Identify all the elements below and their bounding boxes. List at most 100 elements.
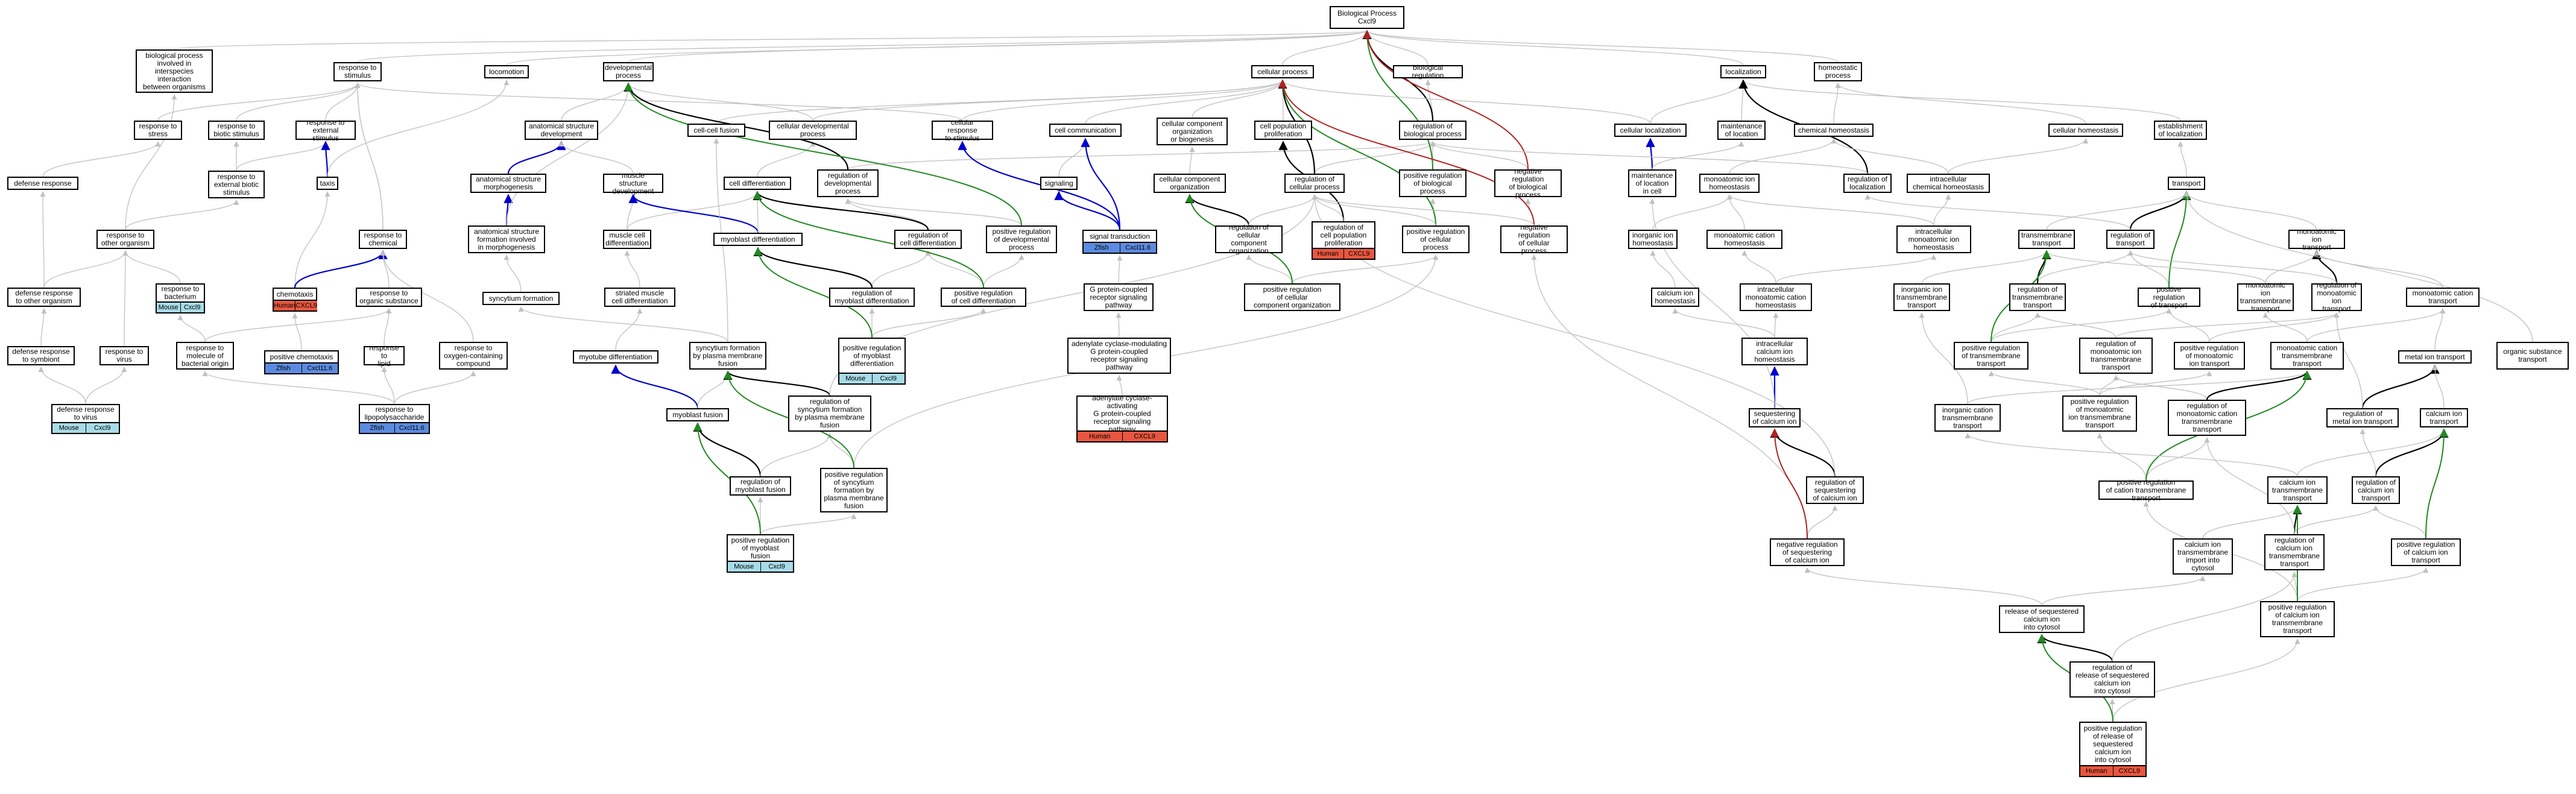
go-term-posregmyofusion[interactable]: positive regulation of myoblast fusion bbox=[727, 534, 794, 562]
go-term-defresptosym[interactable]: defense response to symbiont bbox=[7, 346, 75, 365]
go-term-signaling[interactable]: signaling bbox=[1040, 177, 1078, 190]
go-term-posregmonoiontm[interactable]: positive regulation of monoatomic ion tr… bbox=[2062, 395, 2137, 432]
go-term-metaliontransport[interactable]: metal ion transport bbox=[2398, 350, 2472, 364]
go-term-monoionhomeo[interactable]: monoatomic ion homeostasis bbox=[1699, 174, 1760, 193]
go-term-cellpop[interactable]: cell population proliferation bbox=[1254, 121, 1312, 140]
go-term-transport[interactable]: transport bbox=[2168, 177, 2205, 190]
go-term-bioreg[interactable]: biological regulation bbox=[1393, 64, 1463, 80]
go-term-syncform[interactable]: syncytium formation bbox=[482, 292, 560, 305]
go-term-monoiontransport[interactable]: monoatomic ion transport bbox=[2288, 227, 2345, 251]
go-term-posregccorg[interactable]: positive regulation of cellular componen… bbox=[1244, 283, 1340, 311]
go-term-calimport[interactable]: calcium ion transmembrane import into cy… bbox=[2173, 538, 2233, 575]
go-term-regmetalion[interactable]: regulation of metal ion transport bbox=[2326, 408, 2399, 427]
go-term-releaseseq[interactable]: release of sequestered calcium ion into … bbox=[1999, 605, 2085, 633]
go-term-posregmyodiff[interactable]: positive regulation of myoblast differen… bbox=[838, 338, 906, 374]
go-term-negregcell[interactable]: negative regulation of cellular process bbox=[1500, 224, 1568, 255]
go-term-posregmonoion[interactable]: positive regulation of monoatomic ion tr… bbox=[2174, 342, 2245, 370]
go-term-posregdev[interactable]: positive regulation of developmental pro… bbox=[986, 225, 1057, 253]
go-term-anatform[interactable]: anatomical structure formation involved … bbox=[468, 225, 545, 253]
go-term-regbp[interactable]: regulation of biological process bbox=[1399, 121, 1466, 140]
go-term-anatdev[interactable]: anatomical structure development bbox=[525, 121, 598, 140]
go-term-posregcell[interactable]: positive regulation of cellular process bbox=[1402, 225, 1470, 253]
go-term-cellcomm[interactable]: cell communication bbox=[1049, 124, 1122, 137]
go-term-caliontm[interactable]: calcium ion transmembrane transport bbox=[2267, 476, 2328, 504]
go-term-regdev[interactable]: regulation of developmental process bbox=[817, 169, 879, 197]
go-term-posregsync[interactable]: positive regulation of syncytium formati… bbox=[820, 468, 888, 512]
go-term-estloc[interactable]: establishment of localization bbox=[2154, 121, 2207, 140]
go-term-respext[interactable]: response to external stimulus bbox=[295, 118, 356, 142]
go-term-intramonocation[interactable]: intracellular monoatomic cation homeosta… bbox=[1740, 283, 1812, 311]
go-term-bpinter[interactable]: biological process involved in interspec… bbox=[136, 49, 213, 93]
go-term-celldev[interactable]: cellular developmental process bbox=[769, 121, 857, 140]
go-term-posregtm[interactable]: positive regulation of transmembrane tra… bbox=[1954, 342, 2028, 370]
go-term-localization[interactable]: localization bbox=[1720, 65, 1766, 78]
go-term-regtransport[interactable]: regulation of transport bbox=[2106, 230, 2155, 249]
go-term-maintloc[interactable]: maintenance of location bbox=[1717, 121, 1766, 140]
go-term-respbiotic[interactable]: response to biotic stimulus bbox=[208, 121, 265, 140]
go-term-resplps[interactable]: response to lipopolysaccharide bbox=[359, 404, 430, 423]
go-term-regcellproc[interactable]: regulation of cellular process bbox=[1284, 174, 1345, 193]
go-term-regseqcal[interactable]: regulation of sequestering of calcium io… bbox=[1806, 476, 1864, 504]
go-term-ccob[interactable]: cellular component organization or bioge… bbox=[1157, 118, 1228, 145]
go-term-regcaliontm[interactable]: regulation of calcium ion transmembrane … bbox=[2264, 534, 2325, 570]
go-term-musdev[interactable]: muscle structure development bbox=[603, 171, 663, 195]
go-term-intramonohomeo[interactable]: intracellular monoatomic ion homeostasis bbox=[1896, 225, 1971, 253]
go-term-striated[interactable]: striated muscle cell differentiation bbox=[604, 288, 675, 307]
go-term-defrespother[interactable]: defense response to other organism bbox=[7, 288, 81, 307]
go-term-regmyodiff[interactable]: regulation of myoblast differentiation bbox=[829, 288, 915, 307]
go-term-inorgionhomeo[interactable]: inorganic ion homeostasis bbox=[1628, 230, 1678, 249]
go-term-muscelldiff[interactable]: muscle cell differentiation bbox=[603, 230, 651, 249]
go-term-posregtransport[interactable]: positive regulation of transport bbox=[2138, 285, 2200, 309]
go-term-defvirus[interactable]: defense response to virus bbox=[51, 404, 120, 423]
go-term-cellproc[interactable]: cellular process bbox=[1251, 65, 1314, 78]
go-term-respstim[interactable]: response to stimulus bbox=[333, 62, 382, 81]
go-term-monocationhomeo[interactable]: monoatomic cation homeostasis bbox=[1706, 230, 1782, 249]
go-term-regccorg[interactable]: regulation of cellular component organiz… bbox=[1215, 224, 1283, 255]
go-term-myoblastdiff[interactable]: myoblast differentiation bbox=[713, 233, 803, 246]
go-term-regmonoiontransport[interactable]: regulation of monoatomic ion transport bbox=[2311, 282, 2362, 313]
go-term-regloc[interactable]: regulation of localization bbox=[1843, 174, 1892, 193]
go-term-posregcationtm[interactable]: positive regulation of cation transmembr… bbox=[2098, 478, 2194, 502]
go-term-ccorg[interactable]: cellular component organization bbox=[1154, 174, 1226, 193]
go-term-cellloc[interactable]: cellular localization bbox=[1614, 124, 1687, 137]
go-term-orgsubtransport[interactable]: organic substance transport bbox=[2496, 342, 2569, 370]
go-term-intrachem[interactable]: intracellular chemical homeostasis bbox=[1907, 174, 1990, 193]
go-term-inorgiontm[interactable]: inorganic ion transmembrane transport bbox=[1893, 283, 1950, 311]
go-term-regtmtransport[interactable]: regulation of transmembrane transport bbox=[2009, 283, 2066, 311]
go-term-maintlocincell[interactable]: maintenance of location in cell bbox=[1628, 169, 1676, 197]
go-term-monocationtransport[interactable]: monoatomic cation transport bbox=[2406, 288, 2480, 307]
go-term-respstress[interactable]: response to stress bbox=[134, 121, 182, 140]
go-term-monoiontm[interactable]: monoatomic ion transmembrane transport bbox=[2237, 282, 2294, 313]
go-term-myoblastfusion[interactable]: myoblast fusion bbox=[666, 408, 729, 421]
go-term-respextbio[interactable]: response to external biotic stimulus bbox=[208, 171, 265, 198]
go-term-regreleaseseq[interactable]: regulation of release of sequestered cal… bbox=[2069, 661, 2155, 698]
go-term-intracalhomeo[interactable]: intracellular calcium ion homeostasis bbox=[1741, 338, 1808, 365]
go-term-respchem[interactable]: response to chemical bbox=[359, 230, 407, 249]
go-term-myotubediff[interactable]: myotube differentiation bbox=[573, 350, 658, 364]
go-term-posregcaliontm[interactable]: positive regulation of calcium ion trans… bbox=[2260, 601, 2335, 637]
go-term-anatmorph[interactable]: anatomical structure morphogenesis bbox=[470, 174, 546, 193]
go-term-seqcal[interactable]: sequestering of calcium ion bbox=[1749, 408, 1801, 427]
go-term-inorgcationtm[interactable]: inorganic cation transmembrane transport bbox=[1934, 404, 2001, 432]
go-term-chemotaxis[interactable]: chemotaxis bbox=[273, 288, 317, 301]
go-term-calhomeo[interactable]: calcium ion homeostasis bbox=[1651, 288, 1699, 307]
go-term-celldiff[interactable]: cell differentiation bbox=[724, 177, 791, 190]
go-term-cationtm[interactable]: monoatomic cation transmembrane transpor… bbox=[2270, 342, 2344, 370]
go-term-cellfusion[interactable]: cell-cell fusion bbox=[687, 124, 745, 137]
go-term-gpcr[interactable]: G protein-coupled receptor signaling pat… bbox=[1084, 283, 1154, 311]
go-term-taxis[interactable]: taxis bbox=[317, 177, 338, 190]
go-term-cellrespstim[interactable]: cellular response to stimulus bbox=[932, 118, 993, 142]
go-term-regmonocationtm[interactable]: regulation of monoatomic cation transmem… bbox=[2168, 400, 2246, 436]
go-term-cellhomeo[interactable]: cellular homeostasis bbox=[2048, 124, 2123, 137]
go-term-regcaliontransport[interactable]: regulation of calcium ion transport bbox=[2352, 476, 2400, 504]
go-term-resptovirus[interactable]: response to virus bbox=[99, 346, 149, 365]
go-term-bp[interactable]: Biological Process Cxcl9 bbox=[1330, 6, 1404, 29]
go-term-regcelldiff[interactable]: regulation of cell differentiation bbox=[894, 230, 962, 249]
go-term-regsyncplasma[interactable]: regulation of syncytium formation by pla… bbox=[788, 395, 871, 432]
go-term-devproc[interactable]: developmental process bbox=[603, 62, 654, 81]
go-term-tmtransport[interactable]: transmembrane transport bbox=[2018, 230, 2075, 249]
go-term-locomotion[interactable]: locomotion bbox=[484, 65, 529, 78]
go-term-respoxy[interactable]: response to oxygen-containing compound bbox=[439, 342, 508, 370]
go-term-posregcaltransport[interactable]: positive regulation of calcium ion trans… bbox=[2391, 538, 2461, 566]
go-term-sigtrans[interactable]: signal transduction bbox=[1082, 230, 1157, 243]
